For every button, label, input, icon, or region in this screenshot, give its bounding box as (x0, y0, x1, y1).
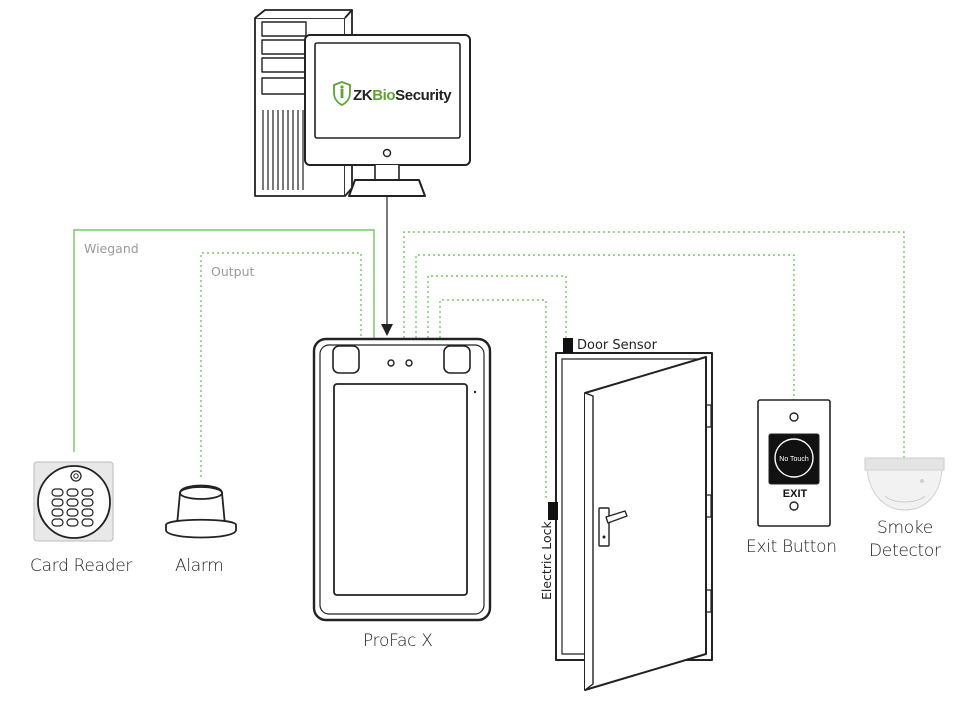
shield-icon (333, 81, 351, 107)
door-sensor-icon (563, 338, 573, 353)
electric-lock-label: Electric Lock (539, 520, 554, 600)
logo-prefix: ZK (353, 87, 373, 104)
software-logo: ZKBioSecurity (353, 87, 452, 104)
electric-lock-icon (548, 502, 558, 520)
terminal-label: ProFac X (363, 631, 433, 651)
exit-button-label: Exit Button (746, 537, 837, 557)
exit-button-exit-text: EXIT (783, 488, 808, 500)
door-icon (555, 352, 713, 691)
alarm-siren-icon (165, 484, 237, 539)
electric-lock-wire (439, 299, 547, 500)
door-sensor-wire (427, 275, 567, 340)
door-sensor-label: Door Sensor (577, 338, 657, 353)
output-wire (200, 252, 362, 477)
output-wire-label: Output (211, 264, 255, 279)
monitor-icon (304, 34, 471, 197)
smoke-detector-label-line2: Detector (869, 541, 941, 561)
logo-highlight: Bio (372, 87, 395, 104)
card-reader-label: Card Reader (30, 556, 133, 576)
smoke-detector-icon (864, 457, 945, 511)
alarm-label: Alarm (175, 556, 224, 576)
wires (73, 229, 905, 500)
logo-suffix: Security (395, 87, 452, 104)
smoke-detector-label-line1: Smoke (877, 518, 933, 538)
smoke-detector-wire (403, 231, 905, 460)
exit-button-touch-text: No Touch (779, 456, 809, 463)
exit-button-icon (757, 399, 831, 527)
exit-button-wire (415, 254, 795, 400)
wiegand-wire-label: Wiegand (84, 241, 139, 256)
terminal-icon (312, 337, 492, 622)
card-reader-icon (33, 461, 114, 542)
wiegand-wire (73, 229, 375, 452)
